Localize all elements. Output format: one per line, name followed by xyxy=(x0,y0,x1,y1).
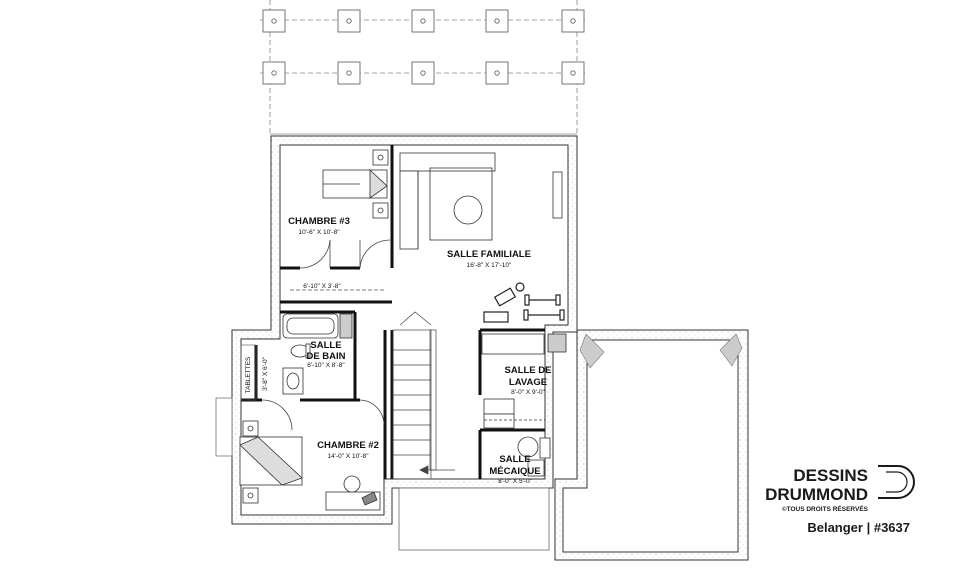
plan-name: Belanger | #3637 xyxy=(807,520,910,535)
chambre3-label: CHAMBRE #3 xyxy=(288,216,350,227)
branding: DESSINS DRUMMOND ©TOUS DROITS RÉSERVÉS B… xyxy=(765,465,915,535)
lavage-label-2: LAVAGE xyxy=(509,377,547,388)
doors xyxy=(261,239,391,431)
bed-chambre3 xyxy=(322,149,389,219)
mecanique-label-2: MÉCAIQUE xyxy=(489,466,540,477)
mecanique-label-1: SALLE xyxy=(499,454,530,465)
familiale-label: SALLE FAMILIALE xyxy=(447,249,531,260)
room-labels: CHAMBRE #3 10'-6" X 10'-8" SALLE FAMILIA… xyxy=(245,216,551,485)
bain-label-1: SALLE xyxy=(310,340,341,351)
bain-dims: 6'-10" X 8'-8" xyxy=(307,362,345,369)
chambre2-dims: 14'-0" X 10'-8" xyxy=(327,453,369,460)
sofa xyxy=(399,152,496,250)
mechanical-fixtures xyxy=(517,436,551,477)
drummond-logo xyxy=(878,465,915,499)
familiale-dims: 16'-8" X 17'-10" xyxy=(467,262,512,269)
tablettes-label: TABLETTES xyxy=(245,356,252,393)
exercise-equipment xyxy=(483,282,565,323)
lavage-label-1: SALLE DE xyxy=(505,365,552,376)
bed-chambre2 xyxy=(239,420,381,511)
brand-line1: DESSINS xyxy=(793,466,868,485)
chambre2-label: CHAMBRE #2 xyxy=(317,440,379,451)
bathroom-fixtures xyxy=(282,313,353,395)
brand-rights: ©TOUS DROITS RÉSERVÉS xyxy=(782,504,869,513)
shelves xyxy=(240,344,257,401)
chambre3-dims: 10'-6" X 10'-8" xyxy=(298,229,340,236)
laundry-fixtures xyxy=(481,333,567,429)
lavage-dims: 8'-0" X 9'-0" xyxy=(511,389,546,396)
closet-dims: 6'-10" X 3'-8" xyxy=(303,283,341,290)
stairs xyxy=(392,311,455,480)
tv-unit xyxy=(552,171,563,219)
garage xyxy=(398,329,749,561)
brand-line2: DRUMMOND xyxy=(765,485,868,504)
mecanique-dims: 8'-0" X 5'-0" xyxy=(498,478,533,485)
bain-label-2: DE BAIN xyxy=(306,351,345,362)
pergola-posts xyxy=(262,9,585,85)
bay-window xyxy=(215,397,233,457)
tablettes-dims: 3'-8" X 6'-0" xyxy=(262,356,269,391)
